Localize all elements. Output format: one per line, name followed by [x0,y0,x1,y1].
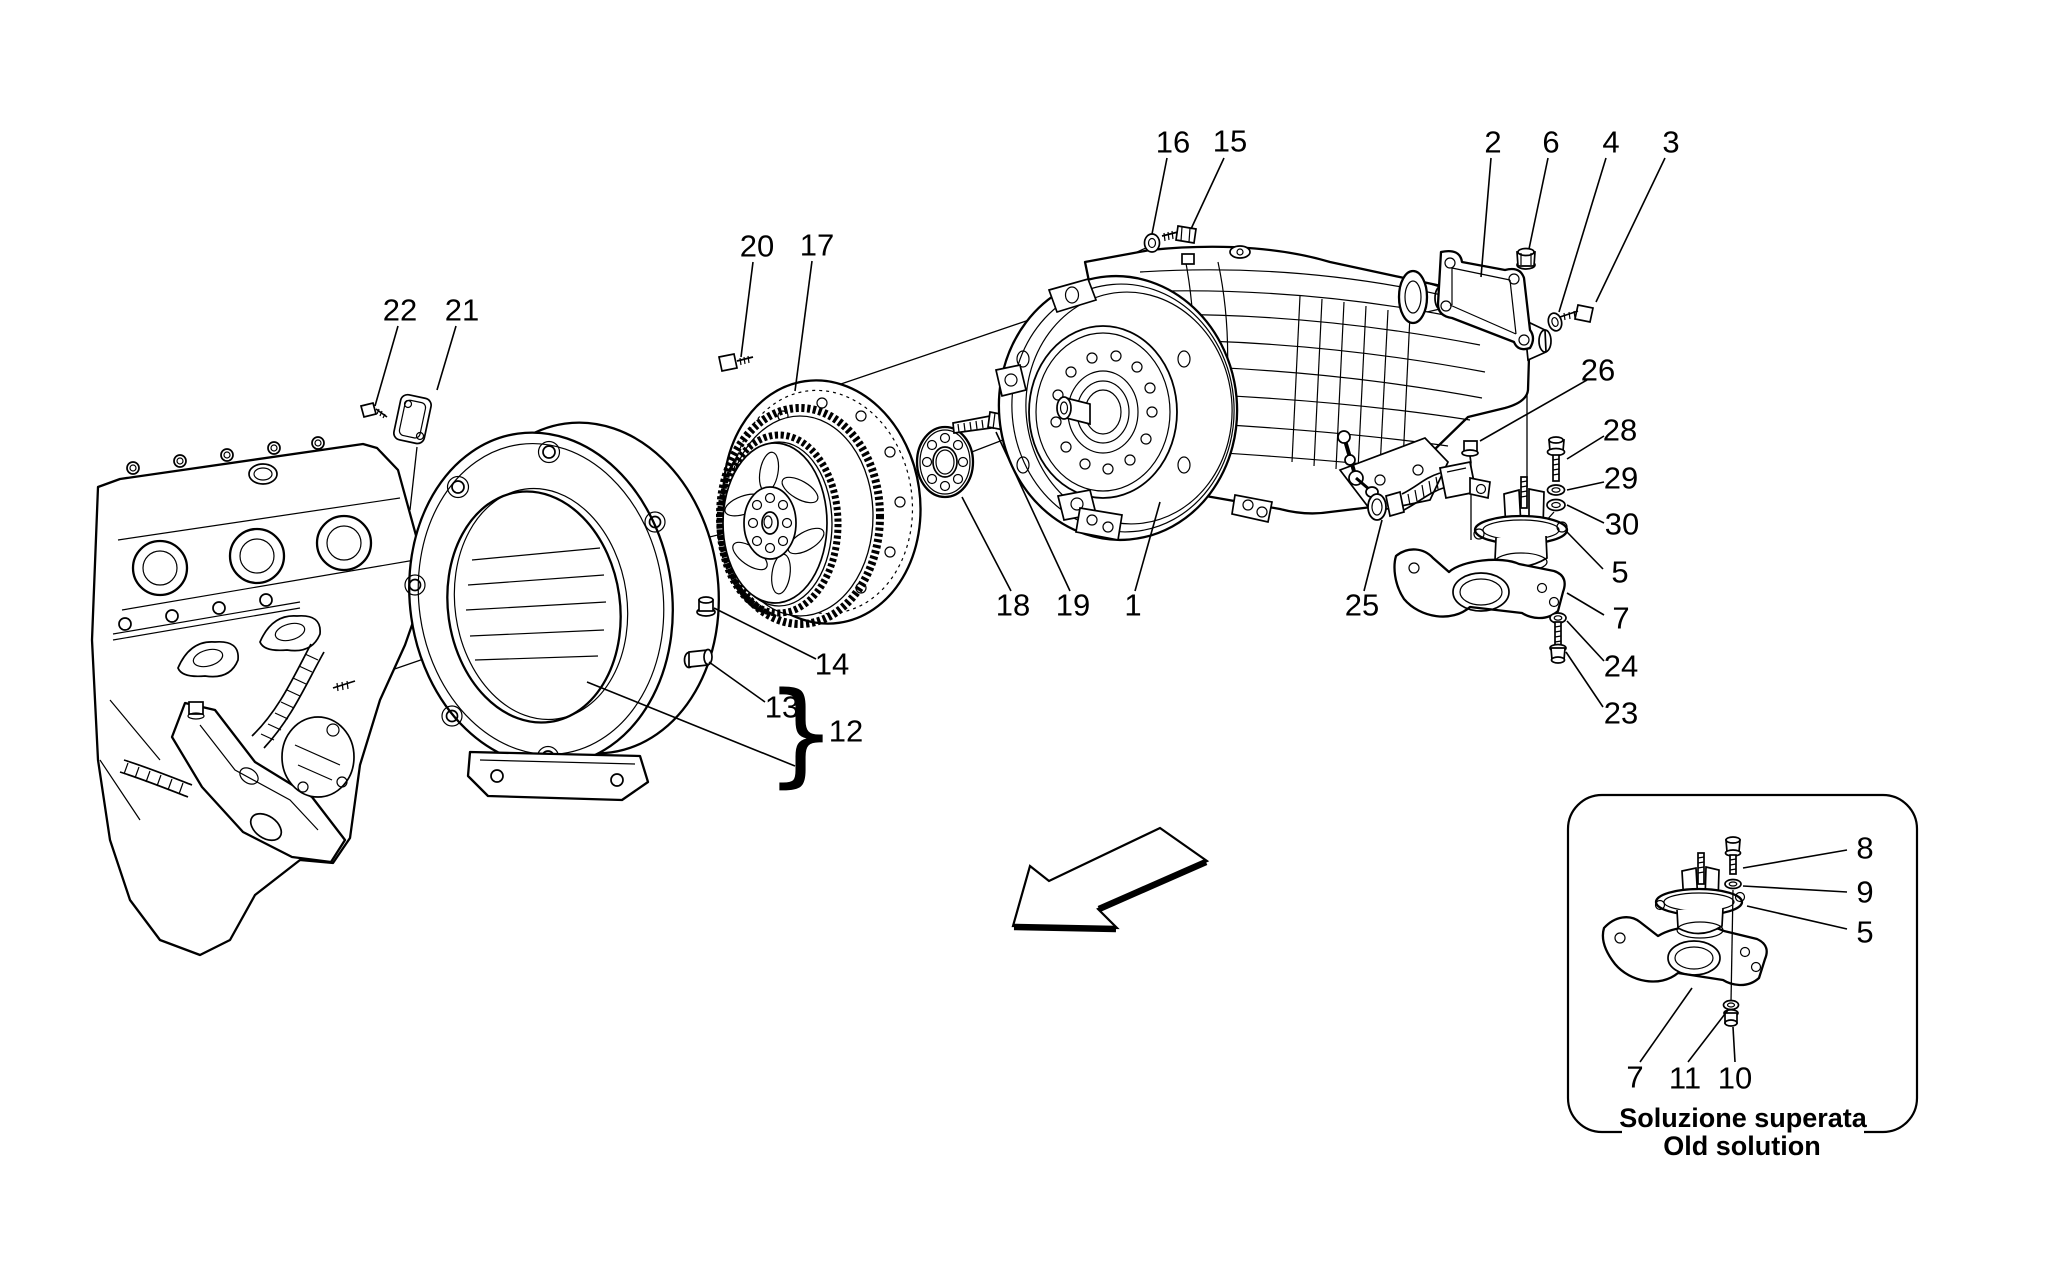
flywheel-bolt [717,353,754,372]
drum-bolt-circle [1050,350,1158,475]
callout-leader-5i [1746,905,1848,930]
callout-label-12: 12 [829,714,863,749]
callout-label-16: 16 [1156,125,1190,160]
callout-leader-26 [1479,379,1588,442]
callout-leader-25 [1363,519,1383,592]
callout-leader-1 [1134,501,1161,592]
callout-leader-4 [1558,157,1607,313]
callout-leader-lines [374,157,1848,1063]
callout-label-13: 13 [765,690,799,725]
callout-leader-3 [1595,157,1666,303]
upper-bolt-washer [1143,225,1197,253]
callout-leader-13 [708,661,766,703]
callout-label-1: 1 [1124,588,1141,623]
callout-label-7i: 7 [1626,1060,1643,1095]
callout-label-9i: 9 [1856,875,1873,910]
corrugated-hose [251,643,325,749]
callout-label-19: 19 [1056,588,1090,623]
callout-label-20: 20 [740,229,774,264]
callout-leader-15 [1190,157,1225,230]
callout-leader-20 [740,261,754,358]
torque-converter-drum [994,274,1274,542]
callout-leader-9i [1742,885,1848,893]
callout-label-25: 25 [1345,588,1379,623]
nut-and-spacer [683,596,716,669]
callout-label-14: 14 [815,647,849,682]
drive-flange [915,425,975,499]
callout-label-26: 26 [1581,353,1615,388]
callout-label-5: 5 [1611,555,1628,590]
callout-leader-30 [1566,504,1605,524]
direction-arrow [1011,826,1210,933]
callout-leader-21 [436,325,457,391]
callout-leader-24 [1566,620,1605,662]
mounting-stud [332,680,356,692]
callout-leader-18 [961,496,1012,592]
callout-leader-12 [586,681,796,767]
gearbox-mount-assembly [1393,436,1569,664]
callout-label-18: 18 [996,588,1030,623]
callout-brace-12: } [765,669,836,799]
callout-leader-14 [713,607,817,660]
mount-bracket [1393,548,1566,620]
bell-housing [404,421,720,802]
inset-old-solution: Soluzione superata Old solution [1566,793,1919,1164]
callout-leader-11i [1687,1009,1729,1063]
callout-label-7: 7 [1612,601,1629,636]
callout-leader-17 [794,260,813,392]
corrugated-hose-lower [119,759,193,798]
callout-label-10i: 10 [1718,1061,1752,1096]
cover-plate-and-screw [359,393,432,445]
callout-leader-7 [1566,592,1605,616]
cam-seal-rings [131,514,373,597]
callout-label-29: 29 [1604,461,1638,496]
sensor-cable [1367,460,1491,521]
callout-label-30: 30 [1605,507,1639,542]
inset-caption-line1: Soluzione superata [1619,1103,1868,1133]
flywheel [716,379,922,628]
callout-label-21: 21 [445,293,479,328]
callout-label-23: 23 [1604,696,1638,731]
callout-label-6: 6 [1542,125,1559,160]
callout-label-8i: 8 [1856,831,1873,866]
drum-lugs [994,277,1098,521]
callout-leader-28 [1566,435,1605,460]
callout-leader-6 [1528,157,1549,250]
engine-bracket [170,701,347,864]
hub-bolt-holes [747,492,793,554]
cam-cover-nuts [126,436,325,475]
socket-bolt [1461,440,1479,464]
flange-bolt [952,410,1007,434]
callout-label-5i: 5 [1856,915,1873,950]
callout-label-15: 15 [1213,124,1247,159]
callout-label-22: 22 [383,293,417,328]
callout-leader-29 [1566,481,1605,491]
callout-leader-8i [1742,849,1848,869]
gearbox-fins [1291,295,1411,471]
callout-leader-10i [1732,1026,1736,1063]
shift-linkage [1337,430,1379,498]
callout-label-2: 2 [1484,125,1501,160]
callout-leader-2 [1480,157,1492,278]
callout-label-11i: 11 [1669,1061,1701,1096]
callout-leader-23 [1565,651,1604,708]
callout-label-28: 28 [1603,413,1637,448]
callout-leader-22 [374,325,399,407]
callout-label-4: 4 [1602,125,1619,160]
callout-leader-19 [995,431,1071,592]
engine-block [90,436,428,957]
callout-leader-7i [1639,987,1693,1063]
callout-leader-5 [1566,531,1604,570]
callout-leader-16 [1151,157,1168,235]
inset-caption-line2: Old solution [1663,1131,1820,1161]
callout-label-24: 24 [1604,649,1638,684]
callout-label-3: 3 [1662,125,1679,160]
callout-label-17: 17 [800,228,834,263]
